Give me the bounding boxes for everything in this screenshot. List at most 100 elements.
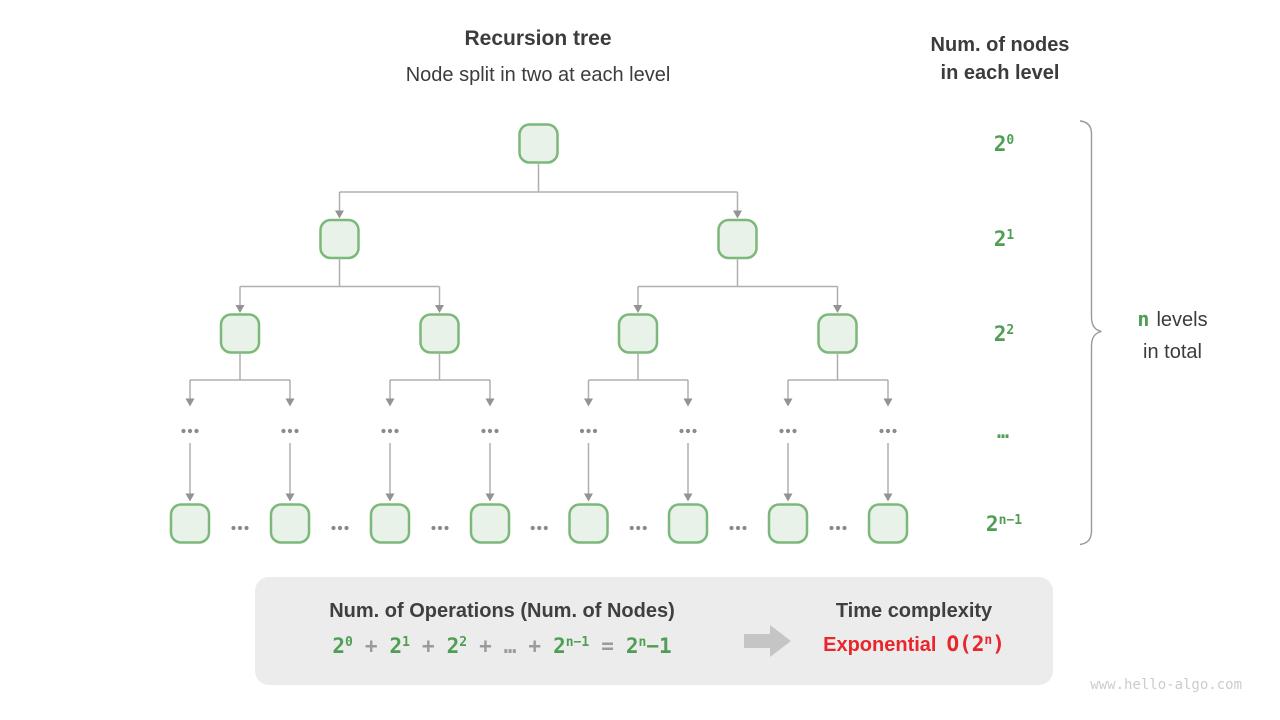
ellipsis-dots — [244, 525, 249, 531]
formula-term: = — [601, 634, 614, 658]
tree-node — [369, 503, 411, 544]
tree-node — [817, 313, 858, 354]
formula-term: 22 — [446, 634, 468, 658]
time-complexity-title: Time complexity — [835, 600, 993, 622]
formula-term: 20 — [332, 634, 353, 658]
tree-node — [469, 503, 511, 544]
ellipsis-dots — [735, 525, 741, 531]
ellipsis-dots — [331, 525, 336, 531]
tree-node — [219, 313, 261, 354]
ellipsis-dots — [679, 428, 684, 434]
formula-term: + — [364, 634, 378, 658]
ellipsis-dots — [742, 525, 747, 531]
ellipsis-dots — [387, 428, 393, 434]
formula-term: 2n−1 — [625, 634, 672, 658]
big-o-notation: O(2n) — [946, 632, 1005, 656]
ellipsis-dots — [692, 428, 697, 434]
ellipsis-dots — [879, 428, 884, 434]
ellipsis-dots — [437, 525, 443, 531]
ellipsis-dots — [829, 525, 834, 531]
arrowhead — [285, 398, 295, 407]
tree-node — [667, 503, 709, 544]
operations-title: Num. of Operations (Num. of Nodes) — [329, 600, 675, 622]
levels-header-line1: Num. of nodes — [930, 34, 1070, 56]
tree-node — [568, 503, 609, 544]
formula-term: + — [528, 634, 542, 658]
tree-node — [169, 503, 211, 544]
ellipsis-dots — [381, 428, 386, 434]
ellipsis-dots — [636, 525, 641, 531]
ellipsis-dots — [231, 525, 236, 531]
level-count-label: 22 — [993, 321, 1015, 346]
ellipsis-dots — [237, 525, 243, 531]
level-count-label: 2n−1 — [985, 511, 1023, 536]
ellipsis-dots — [685, 428, 691, 434]
formula-term: + — [421, 634, 435, 658]
arrowhead — [235, 305, 245, 313]
operations-formula: 20+21+22+…+2n−1=2n−1 — [255, 631, 749, 665]
n-symbol: n — [1137, 307, 1150, 331]
arrowhead — [883, 493, 893, 502]
tree-node — [319, 218, 360, 260]
arrowhead — [833, 305, 842, 313]
arrowhead — [185, 493, 195, 502]
ellipsis-dots — [294, 428, 299, 434]
formula-term: + — [479, 634, 492, 658]
ellipsis-dots — [779, 428, 784, 434]
ellipsis-dots — [592, 428, 598, 434]
ellipsis-dots — [642, 525, 647, 531]
arrowhead — [633, 305, 643, 313]
ellipsis-dots — [586, 428, 591, 434]
ellipsis-dots — [835, 525, 841, 531]
formula-term: … — [503, 634, 517, 658]
watermark: www.hello-algo.com — [1090, 677, 1242, 693]
ellipsis-dots — [431, 525, 436, 531]
tree-node — [767, 503, 809, 544]
arrowhead — [435, 305, 444, 313]
level-count-label: 21 — [993, 227, 1015, 251]
tree-node — [518, 123, 559, 164]
ellipsis-dots — [337, 525, 343, 531]
tree-node — [867, 503, 909, 544]
arrowhead — [584, 398, 593, 407]
ellipsis-dots — [842, 525, 847, 531]
brace-label-line2: in total — [1143, 341, 1202, 363]
ellipsis-dots — [494, 428, 499, 434]
levels-column-header: Num. of nodes in each level — [880, 31, 1120, 87]
tree-node — [717, 218, 758, 260]
arrowhead — [385, 398, 395, 407]
ellipsis-dots — [481, 428, 486, 434]
arrowhead — [683, 493, 693, 502]
arrowhead — [485, 493, 495, 502]
ellipsis-dots — [579, 428, 585, 434]
complexity-name: Exponential — [823, 634, 937, 656]
arrowhead — [733, 210, 742, 219]
summary-box: Num. of Operations (Num. of Nodes) 20+21… — [255, 577, 1053, 685]
arrowhead — [783, 398, 793, 407]
ellipsis-dots — [281, 428, 286, 434]
ellipsis-dots — [729, 525, 734, 531]
levels-word: levels — [1156, 309, 1208, 331]
brace — [1079, 120, 1102, 546]
ellipsis-dots — [785, 428, 791, 434]
ellipsis-dots — [344, 525, 349, 531]
ellipsis-dots — [181, 428, 186, 434]
ellipsis-dots — [892, 428, 897, 434]
ellipsis-dots — [194, 428, 199, 434]
ellipsis-dots — [792, 428, 797, 434]
diagram-subtitle: Node split in two at each level — [405, 64, 671, 86]
ellipsis-dots — [487, 428, 493, 434]
time-complexity-value: Exponential O(2n) — [775, 632, 1053, 657]
tree-node — [419, 313, 460, 354]
formula-term: 2n−1 — [553, 634, 590, 658]
ellipsis-dots — [885, 428, 891, 434]
ellipsis-dots — [530, 525, 535, 531]
ellipsis-dots — [187, 428, 193, 434]
ellipsis-dots — [537, 525, 542, 531]
ellipsis-dots — [444, 525, 449, 531]
ellipsis-dots — [543, 525, 548, 531]
